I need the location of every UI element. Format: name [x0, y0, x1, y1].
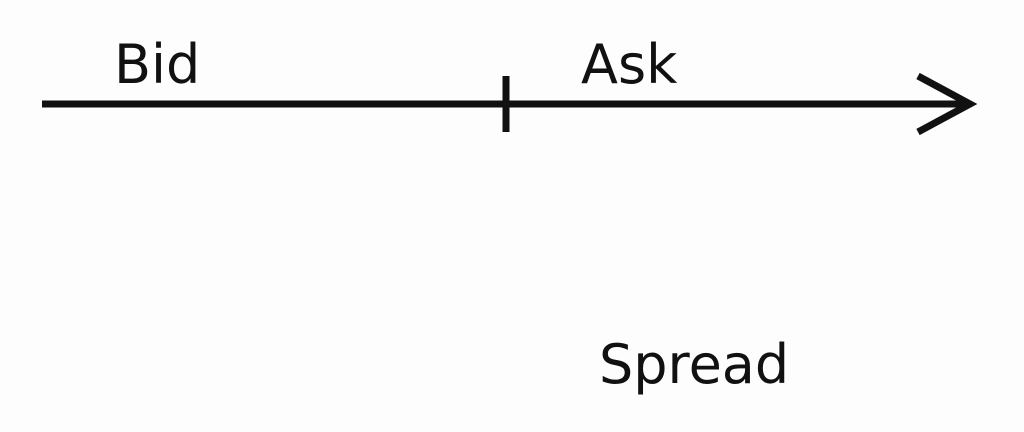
spread-label: Spread — [599, 333, 790, 396]
ask-label: Ask — [581, 33, 678, 96]
bid-label: Bid — [114, 33, 201, 96]
arrow-head-icon — [916, 72, 978, 136]
